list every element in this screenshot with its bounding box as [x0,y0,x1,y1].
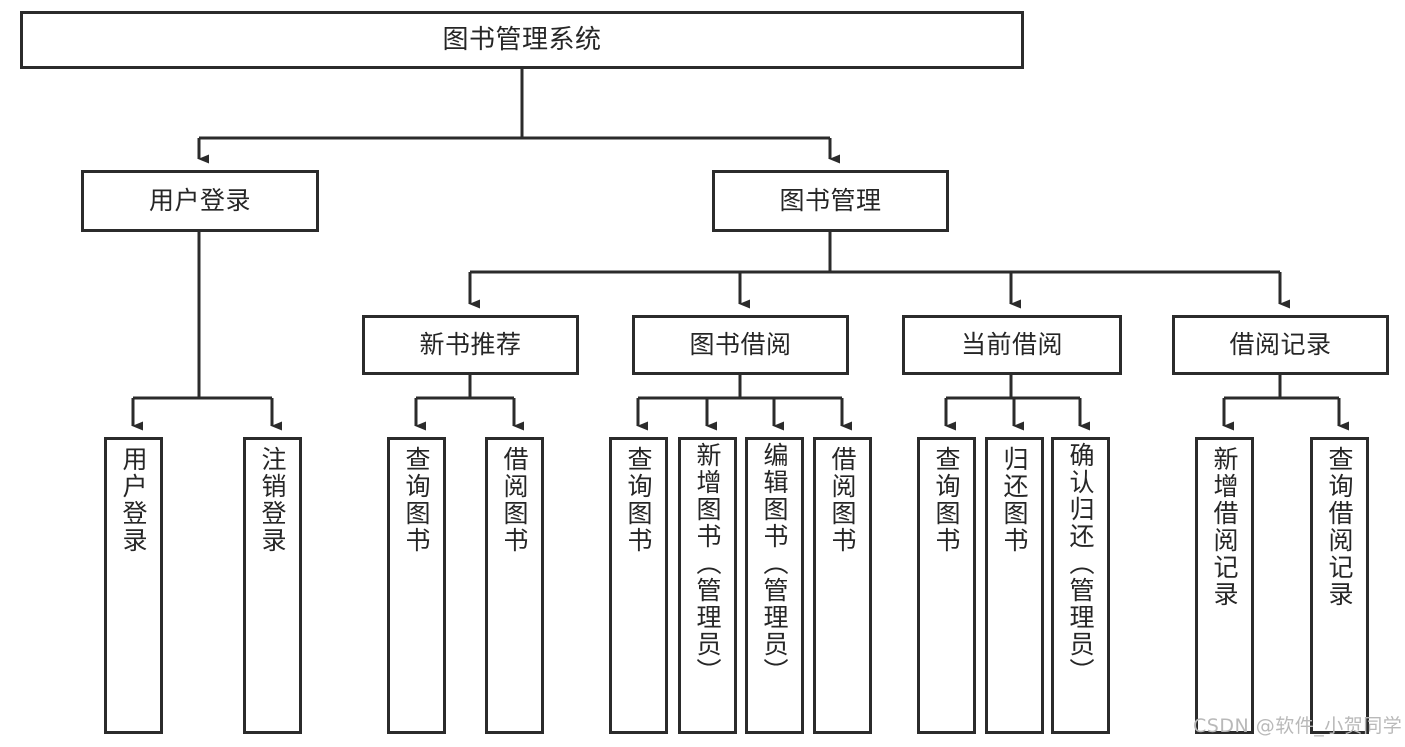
node-borrow-records[interactable]: 借阅记录 [1172,315,1389,375]
leaf-borrow-query-book-label: 查询图书 [624,446,653,554]
node-new-book-recommend-label: 新书推荐 [419,330,522,360]
leaf-records-query-record-label: 查询借阅记录 [1325,446,1354,608]
leaf-current-query-book-label: 查询图书 [932,446,961,554]
node-root-label: 图书管理系统 [442,24,602,55]
leaf-user-login-logout[interactable]: 注销登录 [243,437,302,734]
leaf-current-return-book-label: 归还图书 [1000,446,1029,554]
leaf-borrow-edit-book-label: 编辑图书（管理员） [760,442,789,685]
leaf-current-return-book[interactable]: 归还图书 [985,437,1044,734]
leaf-records-add-record-label: 新增借阅记录 [1210,446,1239,608]
node-user-login[interactable]: 用户登录 [81,170,319,232]
node-borrow-records-label: 借阅记录 [1229,330,1332,360]
leaf-borrow-edit-book[interactable]: 编辑图书（管理员） [745,437,804,734]
node-book-borrow[interactable]: 图书借阅 [632,315,849,375]
node-root[interactable]: 图书管理系统 [20,11,1024,69]
node-book-management[interactable]: 图书管理 [712,170,949,232]
leaf-new-book-borrow[interactable]: 借阅图书 [485,437,544,734]
leaf-current-confirm-return-label: 确认归还（管理员） [1066,442,1095,685]
csdn-watermark: CSDN @软件_小贺同学 [1193,715,1403,737]
node-user-login-label: 用户登录 [148,186,251,216]
leaf-current-query-book[interactable]: 查询图书 [917,437,976,734]
node-book-borrow-label: 图书借阅 [689,330,792,360]
leaf-current-confirm-return[interactable]: 确认归还（管理员） [1051,437,1110,734]
leaf-user-login-logout-label: 注销登录 [258,446,287,554]
node-current-borrow[interactable]: 当前借阅 [902,315,1122,375]
node-current-borrow-label: 当前借阅 [960,330,1063,360]
leaf-borrow-borrow-book[interactable]: 借阅图书 [813,437,872,734]
leaf-user-login-login-label: 用户登录 [119,446,148,554]
leaf-new-book-borrow-label: 借阅图书 [500,446,529,554]
leaf-records-query-record[interactable]: 查询借阅记录 [1310,437,1369,734]
leaf-user-login-login[interactable]: 用户登录 [104,437,163,734]
leaf-new-book-query[interactable]: 查询图书 [387,437,446,734]
leaf-borrow-query-book[interactable]: 查询图书 [609,437,668,734]
node-book-management-label: 图书管理 [779,186,882,216]
leaf-borrow-add-book[interactable]: 新增图书（管理员） [678,437,737,734]
leaf-records-add-record[interactable]: 新增借阅记录 [1195,437,1254,734]
leaf-borrow-add-book-label: 新增图书（管理员） [693,442,722,685]
leaf-borrow-borrow-book-label: 借阅图书 [828,446,857,554]
node-new-book-recommend[interactable]: 新书推荐 [362,315,579,375]
leaf-new-book-query-label: 查询图书 [402,446,431,554]
